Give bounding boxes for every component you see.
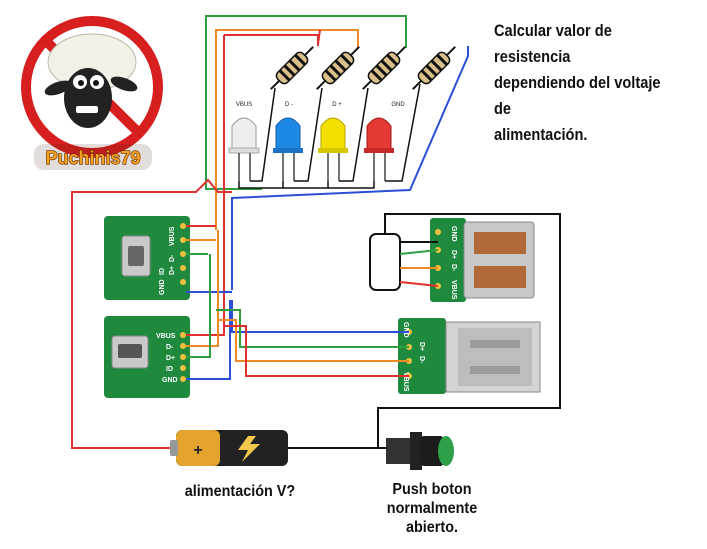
resistor-2 xyxy=(316,46,360,90)
female-pin-vbus: VBUS xyxy=(450,280,457,300)
male-pin-vbus: VBUS xyxy=(402,372,409,392)
male-pin-d-minus: D- xyxy=(418,356,425,364)
red-supply-wire xyxy=(71,178,232,449)
board-wires xyxy=(186,225,409,380)
logo-text: Puchinis79 xyxy=(45,148,140,168)
led-label-d-minus: D - xyxy=(285,102,293,108)
male-usb-board: GND D+ D- VBUS xyxy=(398,318,541,394)
push-button-caption: Push boton normalmente abierto. xyxy=(360,480,504,537)
micro-pin-d-minus: D- xyxy=(169,254,176,262)
logo: Puchinis79 xyxy=(21,16,163,170)
led-yellow xyxy=(318,117,348,181)
female-pin-d-plus: D+ xyxy=(450,250,457,259)
title-line-3: alimentación. xyxy=(494,125,588,144)
battery-caption: alimentación V? xyxy=(184,483,296,500)
micro-usb-board: VBUS D- D+ ID GND xyxy=(104,216,190,300)
push-button xyxy=(386,432,454,470)
micro-pin-vbus: VBUS xyxy=(169,226,176,246)
svg-text:+: + xyxy=(193,442,202,459)
resistor-1 xyxy=(270,46,314,90)
female-usb-board: GND D+ D- VBUS xyxy=(430,218,535,302)
title-line-2: dependiendo del voltaje de xyxy=(494,73,661,118)
mini-pin-d-minus: D- xyxy=(166,344,174,351)
title-line-1: Calcular valor de resistencia xyxy=(494,21,612,66)
led-label-vbus: VBUS xyxy=(236,102,252,108)
female-pin-gnd: GND xyxy=(450,226,457,242)
led-red xyxy=(364,117,394,181)
mini-pin-id: ID xyxy=(166,366,173,373)
male-pin-gnd: GND xyxy=(402,322,409,338)
diagram-title: Calcular valor de resistencia dependiend… xyxy=(494,18,675,148)
mini-pin-d-plus: D+ xyxy=(166,355,175,362)
micro-pin-id: ID xyxy=(159,268,166,275)
mini-pin-gnd: GND xyxy=(162,377,178,384)
resistor-4 xyxy=(412,46,456,90)
leds: VBUS D - D + GND xyxy=(228,102,405,181)
top-wires xyxy=(205,15,469,318)
led-label-d-plus: D + xyxy=(332,102,342,108)
micro-pin-d-plus: D+ xyxy=(169,266,176,275)
push-button-caption-line-2: normalmente abierto. xyxy=(386,500,478,536)
led-blue xyxy=(273,117,303,181)
micro-pin-gnd: GND xyxy=(159,279,166,295)
mini-usb-board: VBUS D- D+ ID GND xyxy=(104,316,190,398)
mini-pin-vbus: VBUS xyxy=(156,333,176,340)
led-black-wires xyxy=(238,83,421,189)
resistors xyxy=(270,46,456,90)
resistor-3 xyxy=(362,46,406,90)
female-pin-d-minus: D- xyxy=(450,264,457,272)
battery: + xyxy=(170,430,378,466)
male-pin-d-plus: D+ xyxy=(418,342,425,351)
led-white xyxy=(228,117,260,181)
push-button-caption-line-1: Push boton xyxy=(392,481,472,498)
led-label-gnd: GND xyxy=(391,102,405,108)
